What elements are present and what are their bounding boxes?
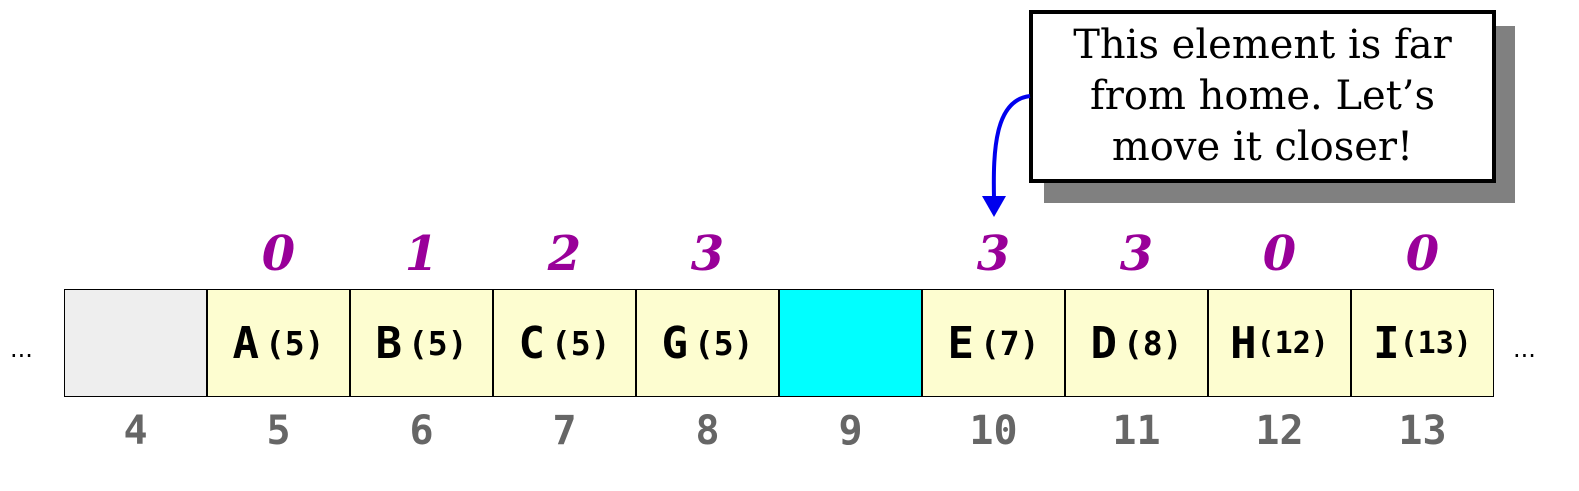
- slot-index-label: 4: [123, 408, 148, 454]
- hash-table-cells: A(5)B(5)C(5)G(5)E(7)D(8)H(12)I(13): [64, 289, 1496, 397]
- probe-distance-label: 3: [690, 226, 725, 282]
- cell-home-slot: (8): [1122, 323, 1183, 363]
- table-cell-10: E(7): [922, 289, 1065, 397]
- slot-index-label: 7: [552, 408, 577, 454]
- table-cell-7: C(5): [493, 289, 636, 397]
- callout-arrow-head: [982, 196, 1006, 217]
- probe-distance-label: 0: [1405, 226, 1440, 282]
- table-cell-13: I(13): [1351, 289, 1494, 397]
- cell-home-slot: (12): [1256, 325, 1329, 361]
- cell-home-slot: (13): [1399, 325, 1472, 361]
- probe-distance-label: 3: [976, 226, 1011, 282]
- table-cell-5: A(5): [207, 289, 350, 397]
- cell-key: D: [1090, 317, 1117, 369]
- cell-key: E: [947, 317, 974, 369]
- cell-home-slot: (5): [693, 323, 754, 363]
- table-cell-4: [64, 289, 207, 397]
- slot-index-label: 13: [1398, 408, 1447, 454]
- table-cell-9: [779, 289, 922, 397]
- cell-home-slot: (5): [407, 323, 468, 363]
- callout-line-1: This element is far: [1073, 22, 1452, 68]
- ellipsis-left: ...: [10, 335, 33, 363]
- ellipsis-right: ...: [1513, 335, 1536, 363]
- callout-line-2: from home. Let’s: [1089, 73, 1436, 119]
- probe-distance-label: 0: [1262, 226, 1297, 282]
- probe-distance-label: 2: [547, 226, 582, 282]
- callout-box: This element is far from home. Let’s mov…: [1029, 10, 1496, 183]
- probe-distance-label: 1: [404, 226, 439, 282]
- table-cell-8: G(5): [636, 289, 779, 397]
- cell-key: I: [1373, 317, 1400, 369]
- table-cell-12: H(12): [1208, 289, 1351, 397]
- table-cell-11: D(8): [1065, 289, 1208, 397]
- slot-index-label: 8: [695, 408, 720, 454]
- cell-key: A: [232, 317, 259, 369]
- cell-key: B: [375, 317, 402, 369]
- slot-index-label: 11: [1112, 408, 1161, 454]
- callout-arrow-line: [991, 94, 1031, 199]
- probe-distance-label: 3: [1119, 226, 1154, 282]
- slot-index-label: 5: [266, 408, 291, 454]
- table-cell-6: B(5): [350, 289, 493, 397]
- slot-index-label: 12: [1255, 408, 1304, 454]
- cell-home-slot: (5): [264, 323, 325, 363]
- cell-key: C: [518, 317, 545, 369]
- probe-distance-label: 0: [261, 226, 296, 282]
- callout-line-3: move it closer!: [1111, 124, 1414, 170]
- cell-key: G: [661, 317, 688, 369]
- cell-key: H: [1230, 317, 1257, 369]
- slot-index-label: 6: [409, 408, 434, 454]
- cell-home-slot: (7): [979, 323, 1040, 363]
- slot-index-label: 10: [969, 408, 1018, 454]
- cell-home-slot: (5): [550, 323, 611, 363]
- slot-index-label: 9: [838, 408, 863, 454]
